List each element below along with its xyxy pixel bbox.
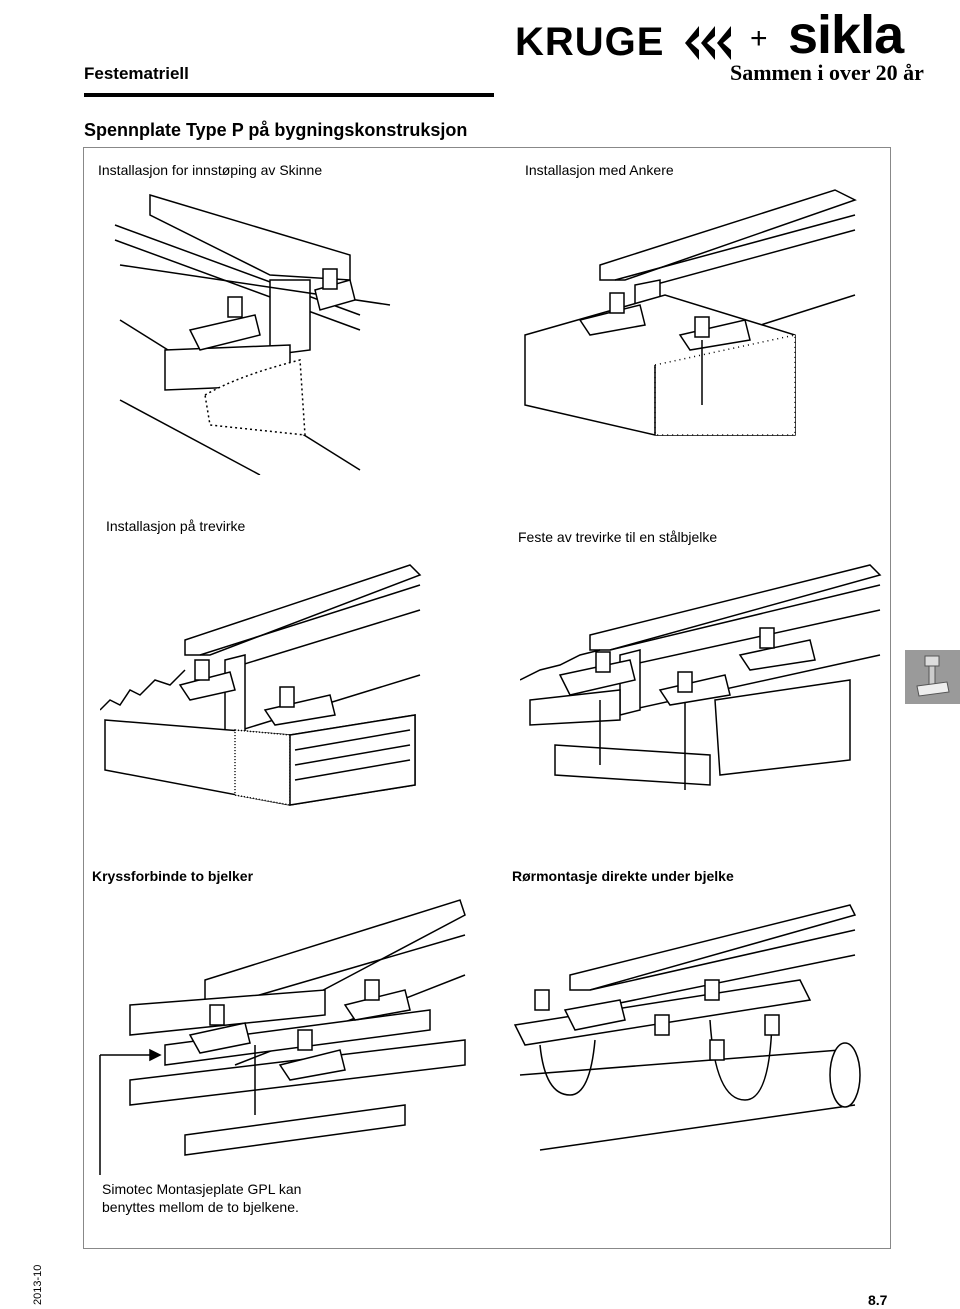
figure-caption-2: Installasjon med Ankere — [525, 162, 674, 178]
sikla-logo: sikla — [788, 5, 904, 65]
product-thumbnail — [905, 650, 960, 704]
illustration-pipe-under-beam — [513, 904, 861, 1151]
section-title: Festematriell — [84, 64, 189, 83]
page-title: Spennplate Type P på bygningskonstruksjo… — [84, 120, 468, 140]
figure-caption-1: Installasjon for innstøping av Skinne — [98, 162, 323, 178]
figure-caption-3: Installasjon på trevirke — [106, 518, 246, 534]
note-text: Simotec Montasjeplate GPL kan benyttes m… — [102, 1181, 302, 1215]
illustration-cross-connect — [99, 899, 466, 1175]
illustration-wood-to-steel — [520, 564, 882, 790]
figure-caption-5: Kryssforbinde to bjelker — [92, 868, 254, 884]
illustration-on-wood — [100, 564, 422, 806]
illustration-anchors — [524, 189, 857, 436]
page-number: 8.7 — [868, 1292, 888, 1308]
figure-caption-6: Rørmontasje direkte under bjelke — [512, 868, 734, 884]
logo-plus: + — [750, 22, 768, 55]
illustration-rail-embedded — [114, 193, 391, 475]
header-rule — [84, 93, 494, 97]
tagline: Sammen i over 20 år — [730, 60, 924, 85]
figure-frame — [83, 147, 891, 1249]
figure-caption-4: Feste av trevirke til en stålbjelke — [518, 529, 718, 545]
date-label: 2013-10 — [32, 1264, 44, 1305]
kruge-logo: KRUGE — [515, 20, 665, 64]
kruge-arrows-icon — [685, 26, 731, 60]
